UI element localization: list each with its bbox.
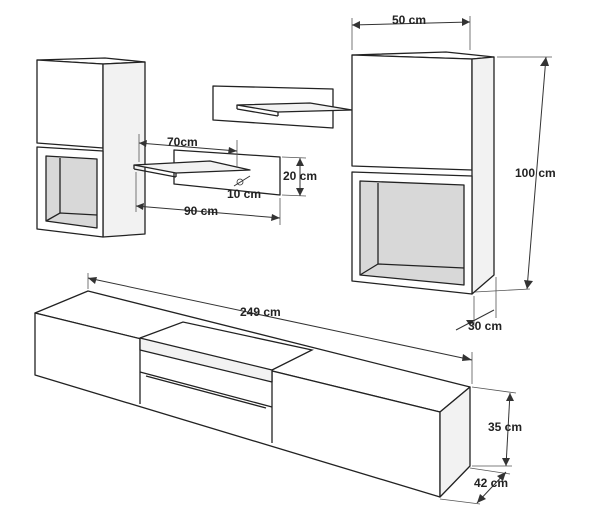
dimension-shelf-outer-width — [135, 172, 281, 225]
dimension-shelf-height — [281, 156, 307, 197]
tv-unit-drawer-top — [139, 337, 273, 383]
right-cabinet-side — [471, 56, 495, 295]
right-upper-cabinet — [351, 51, 495, 295]
left-cabinet-opening — [45, 155, 98, 229]
left-upper-cabinet — [36, 57, 146, 238]
dimension-shelf-depth — [233, 175, 251, 187]
tv-unit — [34, 290, 471, 498]
label-shelf-depth: 10 cm — [227, 187, 261, 201]
dimension-upper-height — [474, 56, 552, 293]
label-tv-height: 35 cm — [488, 420, 522, 434]
label-upper-height: 100 cm — [515, 166, 556, 180]
left-cabinet-door — [36, 59, 104, 149]
label-shelf-inner-width: 70cm — [167, 135, 198, 149]
dimension-tv-depth — [439, 467, 511, 505]
small-shelf-board — [133, 160, 251, 174]
label-shelf-outer-width: 90 cm — [184, 204, 218, 218]
tv-unit-side — [439, 386, 471, 498]
tv-unit-drawer-split — [139, 371, 273, 408]
label-tv-depth: 42 cm — [474, 476, 508, 490]
label-upper-depth: 30 cm — [468, 319, 502, 333]
dimension-tv-width — [87, 273, 473, 384]
right-cabinet-opening — [359, 180, 465, 286]
dimension-upper-depth — [455, 277, 497, 331]
right-cabinet-door — [351, 54, 473, 171]
dimension-shelf-inner-width — [138, 134, 238, 168]
dimension-tv-height — [471, 386, 517, 467]
label-tv-width: 249 cm — [240, 305, 281, 319]
large-wall-shelf — [212, 85, 353, 129]
label-upper-width: 50 cm — [392, 13, 426, 27]
small-wall-shelf — [133, 149, 281, 196]
dimension-upper-width — [351, 16, 471, 50]
label-shelf-height: 20 cm — [283, 169, 317, 183]
